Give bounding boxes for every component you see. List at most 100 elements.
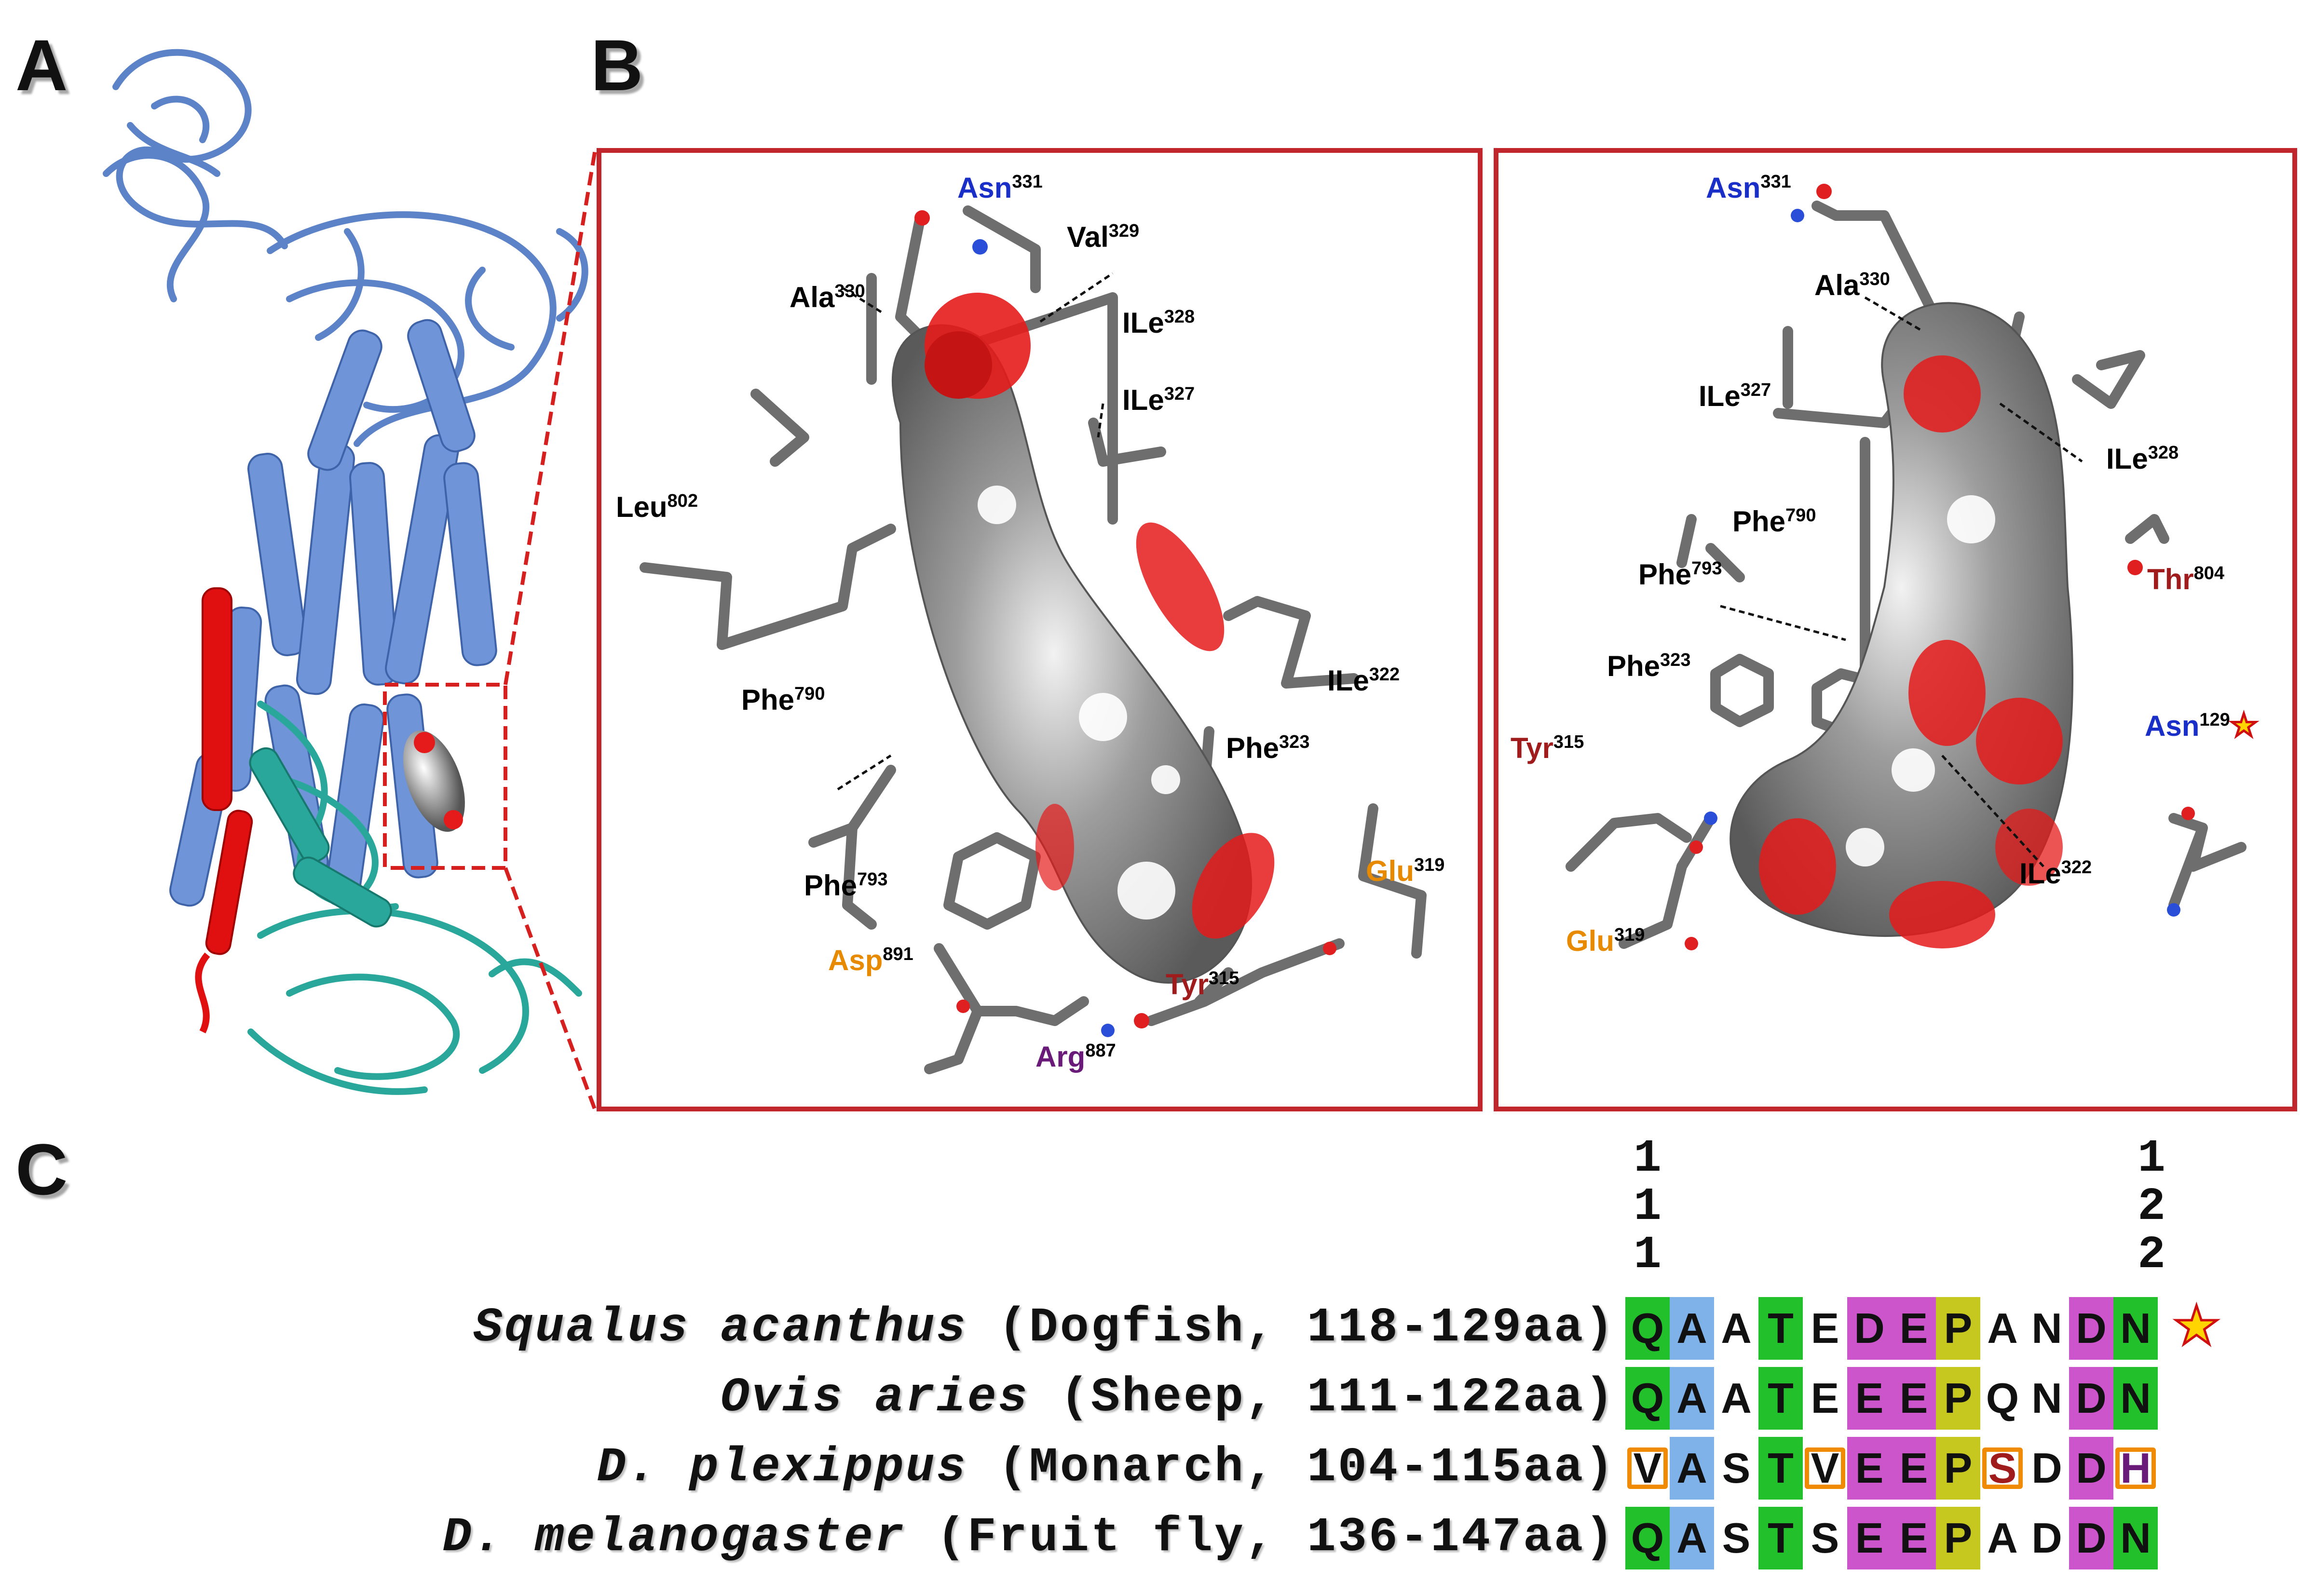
position-digit: 1 xyxy=(1634,1132,1661,1185)
residue-cell: A xyxy=(1670,1297,1714,1360)
residue-label-phe793-left: Phe793 xyxy=(804,869,888,902)
residue-label-ala330-left: Ala330 xyxy=(790,281,865,313)
residue-label-ile328-left: ILe328 xyxy=(1122,307,1195,339)
residue-label-glu319-right: Glu319 xyxy=(1566,925,1645,957)
residue-label-phe323-left: Phe323 xyxy=(1226,732,1310,764)
residue-cell: Q xyxy=(1625,1297,1670,1360)
residue-cell: S xyxy=(1803,1507,1847,1569)
residue-cell: E xyxy=(1847,1367,1892,1430)
residue-label-asn331-left: Asn331 xyxy=(957,172,1043,204)
residue-cell: E xyxy=(1892,1437,1936,1500)
residue-cell: A xyxy=(1714,1297,1758,1360)
residue-label-ile322-left: ILe322 xyxy=(1327,664,1400,697)
residue-cell: D xyxy=(1847,1297,1892,1360)
residue-cell: A xyxy=(1980,1507,2025,1569)
residue-label-ile322-right: ILe322 xyxy=(2019,857,2092,890)
residue-cell: D xyxy=(2025,1507,2069,1569)
residue-cell: E xyxy=(1803,1367,1847,1430)
residue-label-glu319-left: Glu319 xyxy=(1366,855,1445,887)
residue-label-phe323-right: Phe323 xyxy=(1607,650,1691,682)
residue-label-thr804-right: Thr804 xyxy=(2147,563,2225,595)
residue-cell: N xyxy=(2113,1367,2158,1430)
position-digit: 1 xyxy=(1634,1229,1661,1281)
residue-cell: V xyxy=(1625,1437,1670,1500)
residue-cell: A xyxy=(1670,1367,1714,1430)
right-pocket-illustration xyxy=(1566,184,2247,950)
residue-cell: P xyxy=(1936,1437,1980,1500)
residue-cell: A xyxy=(1670,1437,1714,1500)
residue-cell: E xyxy=(1803,1297,1847,1360)
residue-cell: P xyxy=(1936,1507,1980,1569)
protein-structure-illustration xyxy=(103,49,588,1095)
star-icon: ★ xyxy=(2229,707,2258,744)
species-label-sheep: Ovis aries (Sheep, 111-122aa) xyxy=(720,1371,1616,1425)
residue-label-asp891-left: Asp891 xyxy=(828,944,913,976)
species-label-monarch: D. plexippus (Monarch, 104-115aa) xyxy=(597,1441,1616,1495)
residue-cell: E xyxy=(1892,1297,1936,1360)
residue-cell: N xyxy=(2113,1507,2158,1569)
residue-label-phe790-right: Phe790 xyxy=(1732,505,1816,538)
residue-cell: T xyxy=(1758,1507,1803,1569)
residue-label-asn331-right: Asn331 xyxy=(1706,172,1791,204)
residue-cell: N xyxy=(2025,1367,2069,1430)
star-icon: ★ xyxy=(2172,1296,2222,1355)
binding-pocket-view-left: Asn331 Val329 Ala330 ILe328 ILe327 Leu80… xyxy=(597,148,1483,1111)
residue-label-tyr315-left: Tyr315 xyxy=(1166,968,1239,1001)
residue-label-ala330-right: Ala330 xyxy=(1814,269,1890,301)
residue-cell: T xyxy=(1758,1437,1803,1500)
residue-cell: E xyxy=(1892,1367,1936,1430)
residue-cell: Q xyxy=(1625,1507,1670,1569)
residue-cell: D xyxy=(2069,1367,2113,1430)
residue-cell: S xyxy=(1980,1437,2025,1500)
residue-cell: S xyxy=(1714,1507,1758,1569)
left-pocket-illustration xyxy=(640,205,1427,1074)
residue-cell: E xyxy=(1847,1437,1892,1500)
species-label-dogfish: Squalus acanthus (Dogfish, 118-129aa) xyxy=(473,1301,1616,1355)
residue-cell: A xyxy=(1980,1297,2025,1360)
residue-cell: D xyxy=(2069,1297,2113,1360)
binding-pocket-view-right: Asn331 Ala330 ILe327 ILe328 Phe790 Phe79… xyxy=(1494,148,2297,1111)
residue-cell: P xyxy=(1936,1367,1980,1430)
residue-label-arg887-left: Arg887 xyxy=(1035,1041,1116,1073)
residue-cell: A xyxy=(1714,1367,1758,1430)
residue-cell: A xyxy=(1670,1507,1714,1569)
residue-cell: D xyxy=(2069,1507,2113,1569)
species-label-fruit-fly: D. melanogaster (Fruit fly, 136-147aa) xyxy=(442,1511,1616,1565)
residue-cell: D xyxy=(2025,1437,2069,1500)
residue-cell: E xyxy=(1847,1507,1892,1569)
residue-cell: N xyxy=(2113,1297,2158,1360)
position-digit: 2 xyxy=(2138,1229,2165,1281)
panel-label-b: B xyxy=(591,25,643,106)
residue-label-ile327-left: ILe327 xyxy=(1122,384,1195,416)
residue-label-phe793-right: Phe793 xyxy=(1638,558,1722,591)
residue-cell: Q xyxy=(1625,1367,1670,1430)
residue-cell: Q xyxy=(1980,1367,2025,1430)
residue-cell: H xyxy=(2113,1437,2158,1500)
residue-label-val329-left: Val329 xyxy=(1067,221,1140,253)
residue-cell: T xyxy=(1758,1367,1803,1430)
residue-cell: P xyxy=(1936,1297,1980,1360)
residue-label-ile327-right: ILe327 xyxy=(1699,380,1771,412)
position-digit: 1 xyxy=(2138,1132,2165,1185)
residue-label-tyr315-right: Tyr315 xyxy=(1511,732,1584,764)
residue-label-phe790-left: Phe790 xyxy=(741,684,825,716)
position-digit: 1 xyxy=(1634,1180,1661,1233)
residue-cell: S xyxy=(1714,1437,1758,1500)
residue-label-asn129-right: Asn129★ xyxy=(2145,707,2259,744)
residue-label-ile328-right: ILe328 xyxy=(2106,443,2179,475)
residue-cell: E xyxy=(1892,1507,1936,1569)
residue-cell: D xyxy=(2069,1437,2113,1500)
panel-label-a: A xyxy=(15,25,68,106)
residue-label-leu802-left: Leu802 xyxy=(616,491,698,523)
panel-label-c: C xyxy=(15,1129,68,1210)
residue-cell: T xyxy=(1758,1297,1803,1360)
residue-cell: V xyxy=(1803,1437,1847,1500)
residue-cell: N xyxy=(2025,1297,2069,1360)
position-digit: 2 xyxy=(2138,1180,2165,1233)
